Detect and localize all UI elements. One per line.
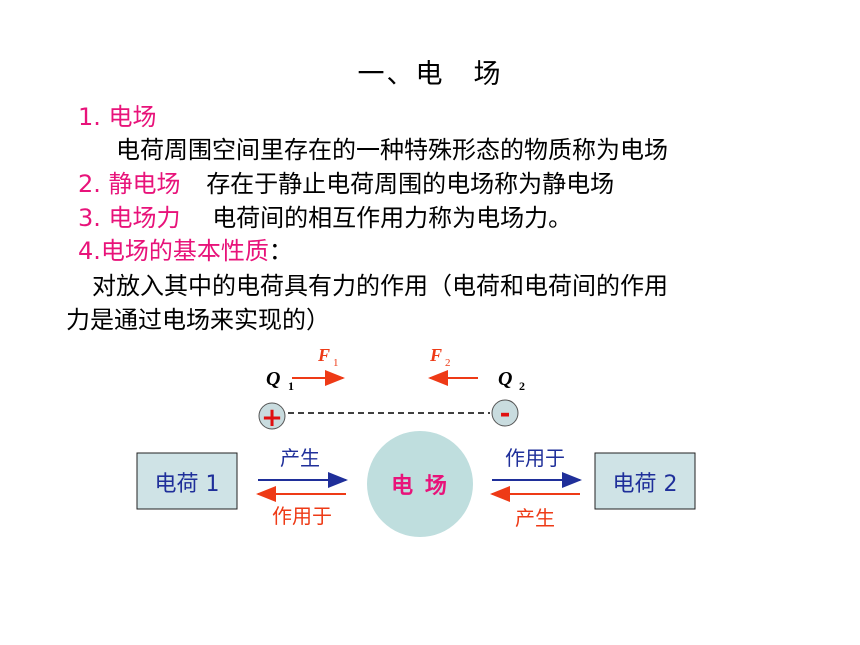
f1-subscript: 1 xyxy=(333,357,339,369)
charge2-label: 电荷 2 xyxy=(613,472,678,497)
item2-title: 静电场 xyxy=(108,170,181,198)
q1-label: Q xyxy=(266,368,280,390)
item3-title: 电场力 xyxy=(108,204,181,232)
item3-line: 3. 电场力 电荷间的相互作用力称为电场力。 xyxy=(78,203,572,233)
q2-subscript: 2 xyxy=(519,379,525,393)
item1-number: 1. xyxy=(78,103,101,131)
item4-text-line2: 力是通过电场来实现的） xyxy=(66,306,330,334)
q1-subscript: 1 xyxy=(288,379,294,393)
item2-line: 2. 静电场 存在于静止电荷周围的电场称为静电场 xyxy=(78,169,614,199)
item1-heading: 1. 电场 xyxy=(78,102,157,132)
item3-number: 3. xyxy=(78,204,101,232)
right-produce-label: 产生 xyxy=(515,506,555,530)
q2-label: Q xyxy=(498,368,512,390)
item4-text-line1: 对放入其中的电荷具有力的作用（电荷和电荷间的作用 xyxy=(92,272,668,300)
positive-charge xyxy=(258,402,286,430)
item1-text: 电荷周围空间里存在的一种特殊形态的物质称为电场 xyxy=(116,136,668,164)
item3-text: 电荷间的相互作用力称为电场力。 xyxy=(212,204,573,232)
charge2-box xyxy=(594,452,696,510)
charge1-box xyxy=(136,452,238,510)
right-act-label: 作用于 xyxy=(505,446,565,470)
electric-field-label: 电 场 xyxy=(391,474,449,499)
electric-field-circle xyxy=(367,431,473,537)
item2-number: 2. xyxy=(78,170,101,198)
charge1-label: 电荷 1 xyxy=(155,472,220,497)
slide-title: 一、电 场 xyxy=(357,59,503,90)
item4-number: 4. xyxy=(78,237,101,265)
left-act-label: 作用于 xyxy=(272,504,332,528)
item4-title: 电场的基本性质 xyxy=(100,237,269,265)
f2-label: F xyxy=(429,345,442,365)
item4-heading: 4.电场的基本性质： xyxy=(78,236,293,266)
item4-colon: ： xyxy=(268,237,293,265)
f2-subscript: 2 xyxy=(445,357,451,369)
item1-title: 电场 xyxy=(108,103,157,131)
left-produce-label: 产生 xyxy=(280,446,320,470)
minus-sign: - xyxy=(500,399,511,429)
f1-label: F xyxy=(317,345,330,365)
item2-text: 存在于静止电荷周围的电场称为静电场 xyxy=(206,170,615,198)
negative-charge xyxy=(491,399,519,427)
plus-sign: + xyxy=(261,403,283,433)
